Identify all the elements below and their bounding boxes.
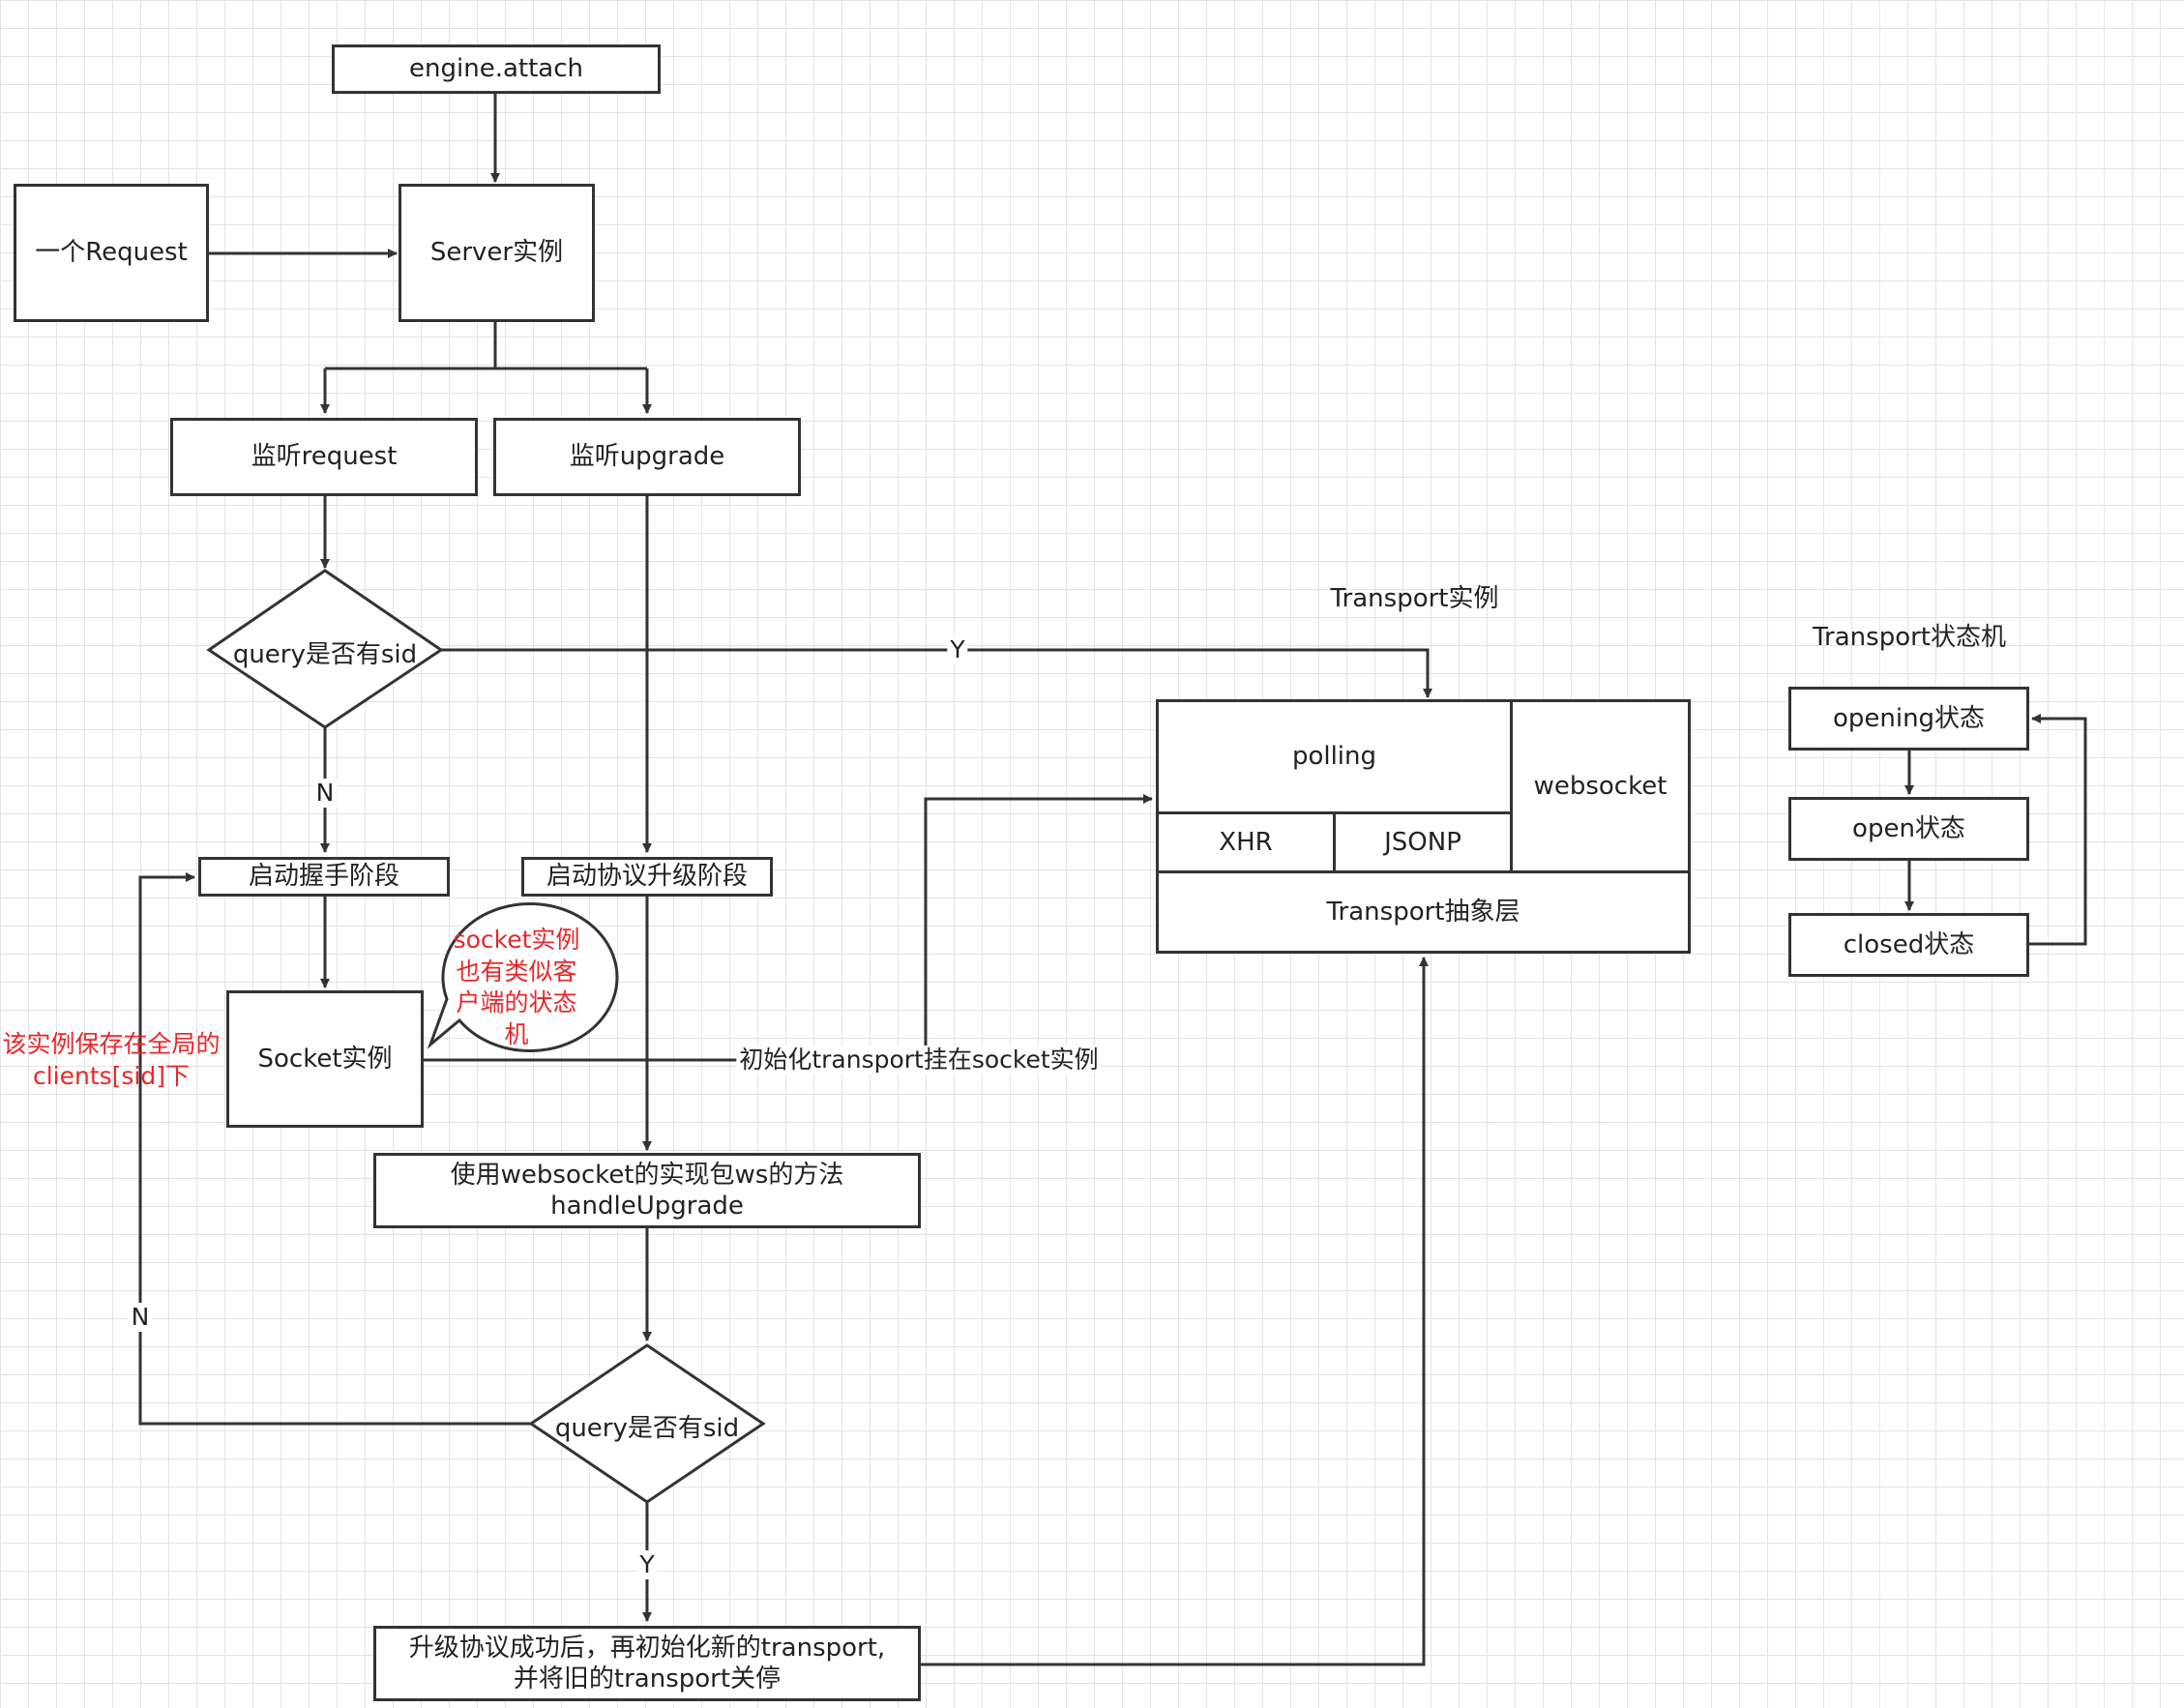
transport-websocket-cell: websocket	[1510, 699, 1691, 873]
request-node: 一个Request	[14, 184, 209, 322]
edge-query-no-to-handshake-loop	[138, 872, 531, 1426]
upgrade-success-node: 升级协议成功后，再初始化新的transport, 并将旧的transport关停	[373, 1626, 921, 1701]
edge-label-y-top: Y	[947, 635, 968, 664]
edge-label-n-left: N	[128, 1303, 153, 1332]
clients-storage-note: 该实例保存在全局的 clients[sid]下	[2, 1030, 221, 1090]
server-node: Server实例	[398, 184, 595, 322]
edge-socket-init-transport	[424, 794, 1153, 1062]
transport-xhr-cell: XHR	[1156, 811, 1336, 873]
edge-label-y-bottom: Y	[636, 1550, 658, 1579]
transport-abstract-layer: Transport抽象层	[1156, 870, 1691, 954]
query-sid-top-label: query是否有sid	[232, 640, 418, 669]
state-opening-node: opening状态	[1788, 687, 2029, 751]
state-closed-node: closed状态	[1788, 913, 2029, 977]
speech-bubble-note: socket实例 也有类似客 户端的状态 机	[453, 926, 580, 1048]
handle-upgrade-node: 使用websocket的实现包ws的方法 handleUpgrade	[373, 1153, 921, 1228]
query-sid-bottom-label: query是否有sid	[554, 1414, 740, 1443]
upgrade-phase-node: 启动协议升级阶段	[521, 857, 773, 897]
handshake-phase-node: 启动握手阶段	[198, 857, 450, 897]
engine-attach-node: engine.attach	[332, 44, 661, 94]
edge-upgrade-success-to-transport	[921, 957, 1429, 1666]
decision-diamond-top	[206, 569, 444, 729]
edge-server-split	[325, 322, 647, 370]
socket-instance-node: Socket实例	[226, 990, 424, 1128]
transport-jsonp-cell: JSONP	[1333, 811, 1513, 873]
listen-upgrade-node: 监听upgrade	[493, 418, 801, 496]
transport-polling-cell: polling	[1156, 699, 1513, 814]
decision-diamond-bottom	[528, 1343, 766, 1504]
state-open-node: open状态	[1788, 797, 2029, 861]
state-machine-title: Transport状态机	[1812, 623, 2006, 652]
speech-bubble-shape	[427, 902, 619, 1053]
edge-query-yes-to-transport	[441, 648, 1432, 698]
edge-label-init-transport: 初始化transport挂在socket实例	[736, 1045, 1102, 1075]
transport-instance-title: Transport实例	[1330, 584, 1499, 613]
listen-request-node: 监听request	[170, 418, 478, 496]
edge-closed-to-opening	[2029, 714, 2087, 946]
edge-label-n-top: N	[312, 779, 338, 808]
